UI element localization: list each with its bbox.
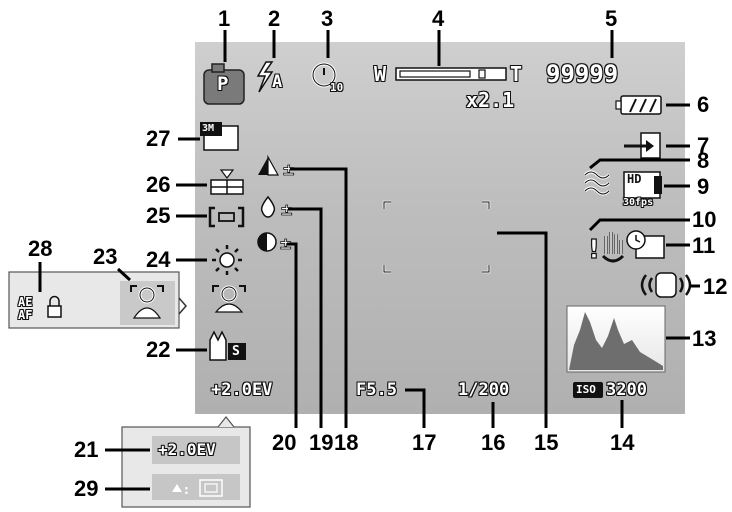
stabilizer-icon	[583, 170, 611, 196]
self-timer-label: 10	[330, 81, 344, 94]
callout-4: 4	[432, 6, 445, 31]
callout-14: 14	[610, 430, 635, 455]
battery-icon	[615, 95, 662, 115]
resolution-icon	[200, 122, 239, 151]
iso-value: 3200	[606, 380, 647, 400]
callout-29: 29	[74, 476, 99, 501]
popup-exposure-value: +2.0EV	[158, 440, 216, 459]
date-stamp-icon	[626, 230, 665, 259]
mode-letter: P	[217, 73, 229, 95]
exposure-value: +2.0EV	[211, 380, 273, 400]
burst-icon	[210, 169, 244, 195]
digital-zoom: x2.1	[466, 88, 515, 112]
self-timer-icon	[311, 62, 337, 88]
contrast-icon: ±	[257, 232, 293, 253]
aperture-value: F5.5	[356, 380, 397, 400]
leader-15	[497, 231, 548, 428]
camera-mode-icon	[203, 63, 245, 105]
callout-28: 28	[28, 236, 53, 261]
white-balance-icon	[212, 245, 242, 275]
callout-17: 17	[412, 430, 437, 455]
callout-19: 19	[309, 430, 334, 455]
callout-7: 7	[697, 133, 710, 158]
sharpness-icon: ±	[258, 154, 296, 179]
svg-text:±: ±	[279, 234, 292, 253]
callout-12: 12	[703, 274, 728, 299]
flash-auto-icon	[256, 61, 274, 93]
callout-9: 9	[697, 174, 710, 199]
ev-arrow-icon: :	[172, 479, 223, 497]
af-label: AF	[18, 308, 33, 322]
callout-25: 25	[146, 203, 171, 228]
callout-20: 20	[272, 430, 297, 455]
zoom-wide-label: W	[374, 62, 387, 86]
callout-16: 16	[481, 430, 506, 455]
zoom-bar-icon	[395, 67, 507, 81]
shots-remaining: 99999	[546, 60, 619, 88]
anti-shake-icon	[640, 272, 692, 298]
callout-10: 10	[692, 207, 717, 232]
scene-s-label: S	[232, 344, 240, 359]
callout-1: 1	[218, 6, 231, 31]
callout-22: 22	[146, 337, 171, 362]
callout-13: 13	[692, 326, 717, 351]
callout-8: 8	[697, 148, 710, 173]
svg-text:±: ±	[282, 160, 295, 179]
callout-26: 26	[146, 172, 171, 197]
leader-19	[288, 207, 323, 428]
leader-17	[405, 388, 426, 428]
face-tracking-icon	[130, 285, 246, 319]
svg-text:!: !	[588, 235, 600, 265]
leader-10	[588, 218, 690, 232]
callout-27: 27	[146, 126, 171, 151]
callout-6: 6	[697, 92, 710, 117]
ae-af-lock-icon	[47, 295, 62, 318]
callout-24: 24	[146, 247, 171, 272]
shutter-speed: 1/200	[458, 380, 510, 400]
leader-23	[116, 267, 132, 282]
frame-rate-label: 30fps	[623, 197, 654, 208]
histogram-icon	[566, 305, 666, 373]
callout-18: 18	[334, 430, 359, 455]
callout-15: 15	[534, 430, 559, 455]
callout-5: 5	[605, 6, 618, 31]
iso-label: ISO	[576, 383, 596, 396]
movie-hd-label: HD	[627, 172, 642, 186]
callout-23: 23	[93, 244, 118, 269]
svg-text:±: ±	[280, 200, 293, 219]
scene-icon	[209, 330, 246, 361]
leader-8	[589, 158, 690, 170]
callout-3: 3	[321, 6, 334, 31]
zoom-tele-label: T	[510, 62, 523, 86]
saturation-icon: ±	[260, 195, 294, 219]
callout-21: 21	[74, 437, 99, 462]
leader-18	[290, 167, 348, 428]
movie-hd-icon	[623, 171, 662, 199]
metering-icon	[208, 206, 245, 228]
ae-label: AE	[18, 295, 33, 309]
leader-20	[287, 242, 298, 428]
shake-warning-icon: !	[587, 232, 625, 266]
svg-text::: :	[184, 483, 189, 497]
resolution-label: 3M	[202, 123, 215, 134]
flash-mode-label: A	[272, 72, 283, 92]
callout-11: 11	[692, 233, 716, 258]
memory-card-icon	[624, 132, 661, 159]
callout-2: 2	[268, 6, 281, 31]
iso-icon	[573, 382, 603, 398]
